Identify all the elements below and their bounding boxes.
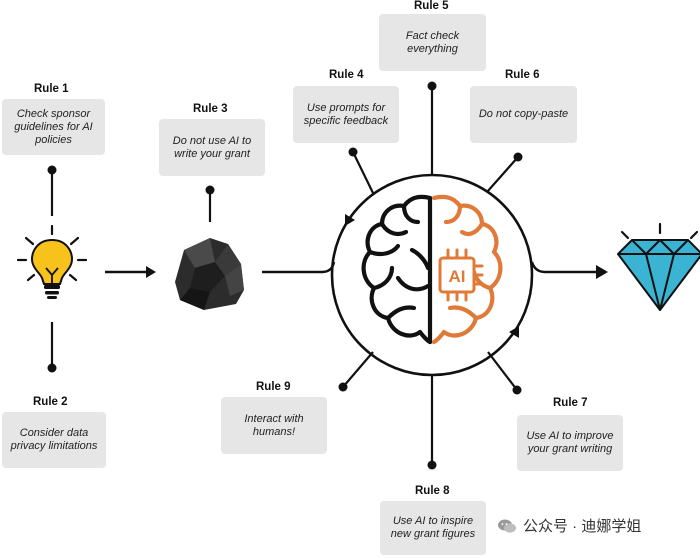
dot-rule9 [338, 382, 348, 392]
rule3-box: Do not use AI to write your grant [159, 119, 265, 176]
rule9-box: Interact with humans! [221, 397, 327, 454]
connector-rule4 [352, 151, 374, 194]
rule3-title: Rule 3 [193, 103, 228, 115]
rule9-title: Rule 9 [256, 381, 291, 393]
arrow-brain-to-diamond [530, 261, 598, 274]
dot-rule3 [205, 185, 215, 195]
watermark-text: 公众号 · 迪娜学姐 [523, 518, 642, 535]
connector-rule9 [342, 351, 374, 388]
rule6-title: Rule 6 [505, 69, 540, 81]
ring-arrow-bottom-right [509, 326, 519, 338]
ring-arrows [345, 214, 519, 338]
connector-dots [47, 81, 523, 470]
ai-chip-label: AI [449, 267, 466, 286]
dot-rule4 [348, 147, 358, 157]
rule5-title: Rule 5 [414, 0, 449, 12]
arrow-heads [146, 265, 608, 279]
rule8-title: Rule 8 [415, 485, 450, 497]
dot-rule7 [512, 385, 522, 395]
connectors [50, 86, 519, 465]
dot-rule8 [427, 460, 437, 470]
rule5-box: Fact check everything [379, 14, 486, 71]
ring-arrow-top-left [345, 214, 355, 226]
watermark: 公众号 · 迪娜学姐 [497, 515, 641, 536]
arrowhead-coal [146, 266, 156, 278]
dot-rule2 [47, 363, 57, 373]
dot-rule5 [427, 81, 437, 91]
rule1-box: Check sponsor guidelines for AI policies [2, 99, 105, 155]
wechat-icon [498, 519, 516, 533]
connector-rule7 [487, 351, 518, 391]
dot-rule6 [513, 152, 523, 162]
arrow-coal-to-brain [262, 261, 336, 274]
rule2-title: Rule 2 [33, 396, 68, 408]
rule4-box: Use prompts for specific feedback [293, 86, 399, 143]
diamond-icon [617, 222, 700, 311]
rule2-box: Consider data privacy limitations [2, 412, 106, 468]
lightbulb-icon [16, 224, 88, 299]
connector-rule6 [486, 156, 519, 193]
rule7-box: Use AI to improve your grant writing [517, 415, 623, 471]
brain-ai-icon [361, 194, 503, 345]
rule4-title: Rule 4 [329, 69, 364, 81]
arrowhead-diamond [596, 265, 608, 279]
coal-rock-icon [175, 238, 244, 310]
rule1-title: Rule 1 [34, 83, 69, 95]
rule8-box: Use AI to inspire new grant figures [380, 501, 486, 555]
dot-rule1 [47, 165, 57, 175]
brain-ring [330, 173, 534, 377]
rule6-box: Do not copy-paste [470, 86, 577, 143]
rule7-title: Rule 7 [553, 397, 588, 409]
